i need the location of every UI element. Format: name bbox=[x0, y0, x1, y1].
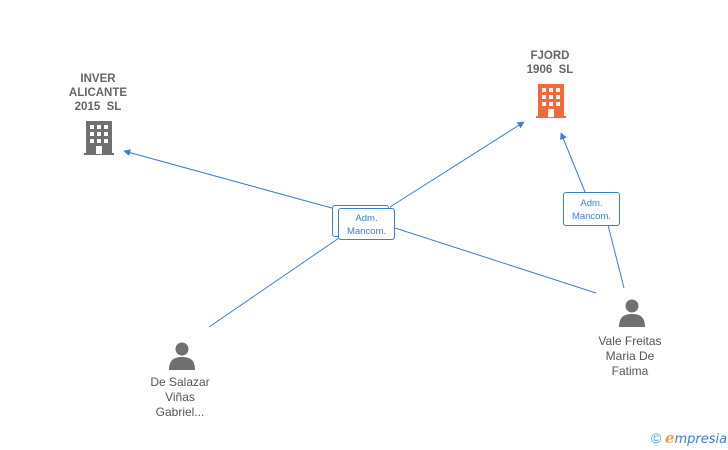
edge-vale-to-right-box bbox=[607, 224, 625, 289]
person-desalazar-label[interactable]: De Salazar Viñas Gabriel... bbox=[130, 375, 230, 420]
copyright-symbol: © bbox=[651, 430, 662, 446]
person-icon[interactable] bbox=[617, 297, 647, 327]
company-inver-line-3: 2015 SL bbox=[74, 101, 122, 113]
role-center-line-2: Mancom. bbox=[346, 226, 387, 237]
brand-name: mpresia bbox=[674, 432, 728, 447]
company-fjord-label[interactable]: FJORD 1906 SL bbox=[510, 49, 590, 77]
brand-initial: e bbox=[664, 429, 675, 447]
edge-center-to-inver bbox=[123, 149, 340, 211]
role-box-center[interactable]: Adm. Mancom. bbox=[338, 208, 395, 240]
person-vale-line-2: Maria De bbox=[605, 349, 655, 363]
company-inver-label[interactable]: INVER ALICANTE 2015 SL bbox=[56, 72, 140, 114]
person-vale-line-1: Vale Freitas bbox=[598, 334, 662, 348]
role-center-line-1: Adm. bbox=[355, 213, 378, 224]
person-vale-label[interactable]: Vale Freitas Maria De Fatima bbox=[580, 334, 680, 379]
empresia-logo: © empresia bbox=[651, 429, 727, 447]
person-desalazar-line-1: De Salazar bbox=[150, 375, 210, 389]
company-fjord-line-2: 1906 SL bbox=[526, 64, 574, 76]
company-fjord-line-1: FJORD bbox=[530, 50, 570, 62]
company-inver-line-1: INVER bbox=[80, 73, 116, 85]
edge-right-box-to-fjord bbox=[560, 132, 586, 193]
person-vale-line-3: Fatima bbox=[611, 364, 649, 378]
edge-desalazar-to-inver bbox=[208, 237, 340, 328]
role-right-line-2: Mancom. bbox=[571, 211, 612, 222]
company-inver-line-2: ALICANTE bbox=[68, 87, 128, 99]
edge-vale-to-center bbox=[394, 227, 597, 294]
role-right-line-1: Adm. bbox=[580, 198, 603, 209]
person-desalazar-line-2: Viñas bbox=[165, 390, 195, 404]
building-icon[interactable] bbox=[536, 84, 566, 118]
building-icon[interactable] bbox=[84, 121, 114, 155]
person-desalazar-line-3: Gabriel... bbox=[155, 405, 205, 419]
person-icon[interactable] bbox=[167, 340, 197, 370]
edge-center-to-fjord bbox=[389, 121, 525, 208]
role-box-right[interactable]: Adm. Mancom. bbox=[563, 192, 620, 226]
